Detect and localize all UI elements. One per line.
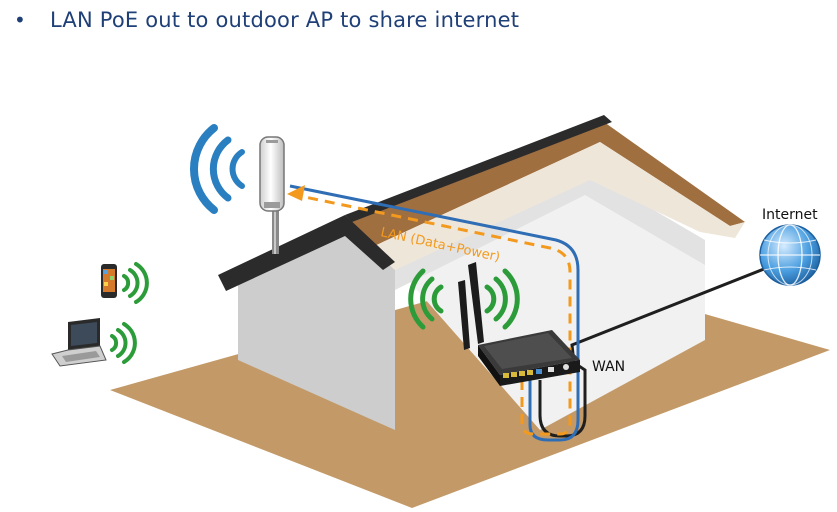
internet-label: Internet bbox=[762, 207, 818, 223]
lan-cable bbox=[289, 184, 580, 442]
house-icon bbox=[218, 115, 745, 430]
laptop-icon bbox=[51, 318, 107, 367]
slide-title: LAN PoE out to outdoor AP to share inter… bbox=[50, 8, 520, 32]
router-icon bbox=[458, 262, 580, 386]
wifi-waves-icon bbox=[110, 322, 137, 364]
globe-icon bbox=[759, 224, 821, 286]
wan-label: WAN bbox=[592, 359, 625, 375]
slide-bullet: • LAN PoE out to outdoor AP to share int… bbox=[14, 5, 519, 35]
poe-arrow-head bbox=[287, 185, 305, 201]
wifi-waves-icon bbox=[408, 268, 520, 330]
smartphone-icon bbox=[101, 264, 117, 298]
wifi-waves-icon bbox=[122, 262, 149, 304]
poe-path bbox=[299, 194, 572, 436]
wifi-waves-icon bbox=[189, 124, 245, 214]
outdoor-ap-icon bbox=[259, 136, 285, 254]
bullet-point: • bbox=[14, 8, 26, 32]
